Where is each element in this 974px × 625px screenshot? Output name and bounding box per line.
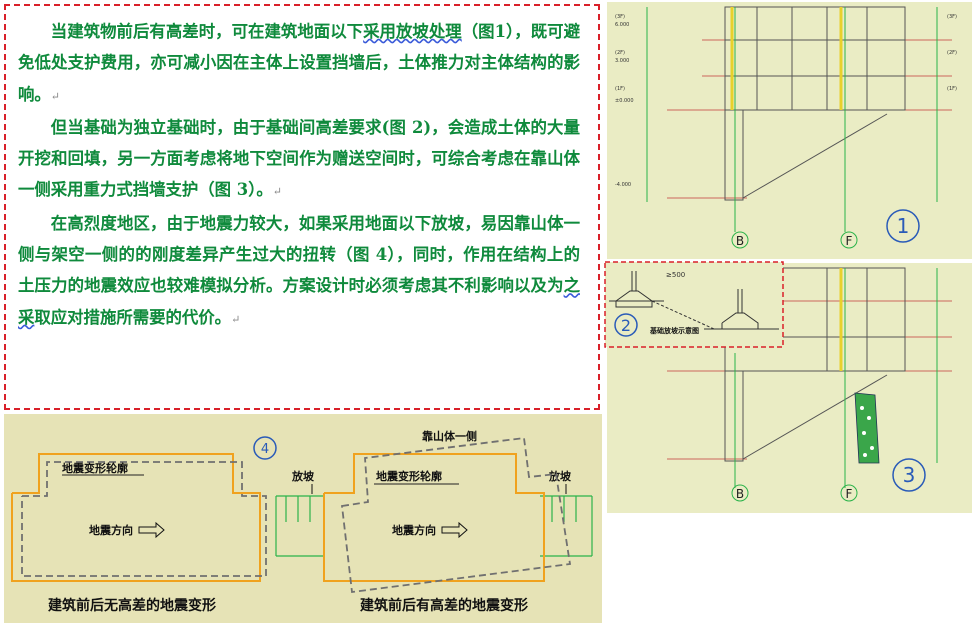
- retaining-wall-stones: [860, 406, 874, 457]
- figure-2-number: 2: [621, 316, 631, 335]
- left-seismic-direction-label: 地震方向: [89, 523, 133, 537]
- svg-text:(1F): (1F): [947, 86, 957, 92]
- svg-text:(2F): (2F): [615, 50, 625, 56]
- figure-1-section-slope: (3F) (2F) (1F) 6.000 3.000 ±0.000 -4.000…: [607, 2, 972, 259]
- svg-text:6.000: 6.000: [615, 22, 629, 28]
- svg-text:±0.000: ±0.000: [615, 98, 634, 104]
- fig3-axis-f-label: F: [846, 487, 853, 501]
- slope-right-label: 放坡: [548, 469, 572, 483]
- right-deformation-label: 地震变形轮廓: [376, 469, 442, 483]
- figure-4-number: 4: [261, 442, 269, 457]
- left-deformation-label: 地震变形轮廓: [62, 461, 128, 475]
- paragraph-3: 在高烈度地区，由于地震力较大，如果采用地面以下放坡，易因靠山体一侧与架空一侧的的…: [18, 213, 580, 327]
- svg-text:(1F): (1F): [615, 86, 625, 92]
- right-caption: 建筑前后有高差的地震变形: [360, 597, 528, 614]
- left-caption: 建筑前后无高差的地震变形: [48, 597, 216, 614]
- fig3-axis-b-bubble: [731, 484, 749, 502]
- svg-text:(3F): (3F): [947, 14, 957, 20]
- paragraph-1: 当建筑物前后有高差时，可在建筑地面以下采用放坡处理（图1），既可避免低处支护费用…: [18, 22, 580, 104]
- right-building-outline: [323, 453, 545, 582]
- right-direction-arrow: [441, 521, 468, 539]
- figure-1-number-circle: [886, 209, 920, 243]
- figure-3-grid-lines: [734, 268, 938, 488]
- figure-2-number-circle: [614, 313, 638, 337]
- svg-text:3.000: 3.000: [615, 58, 629, 64]
- svg-text:-4.000: -4.000: [615, 182, 631, 188]
- axis-b-bubble: [731, 231, 749, 249]
- return-mark: ↵: [272, 185, 282, 199]
- paragraph-2: 但当基础为独立基础时，由于基础间高差要求(图 2)，会造成土体的大量开挖和回填，…: [18, 117, 580, 200]
- mountain-side-label: 靠山体一侧: [422, 429, 477, 443]
- gravity-retaining-wall: [854, 392, 880, 464]
- figure-1-columns: [730, 7, 843, 110]
- left-deformation-outline: [21, 461, 267, 577]
- return-mark: ↵: [231, 312, 241, 326]
- figure-2-foundations: [609, 271, 779, 330]
- return-mark: ↵: [50, 89, 60, 103]
- figure-1-number: 1: [897, 214, 910, 238]
- axis-f-label: F: [846, 234, 853, 248]
- figure-4-background: [4, 414, 602, 623]
- figure-4-number-circle: [253, 436, 277, 460]
- axis-b-label: B: [736, 234, 744, 248]
- axis-f-bubble: [840, 231, 858, 249]
- figure-1-structure: [724, 6, 906, 201]
- figure-4-seismic-deformation: 4 地震变形轮廓 地震方向 建筑前后无高差的地震变形 靠山体一侧 放坡 放坡 地…: [4, 414, 602, 623]
- slope-left-hatch: [275, 495, 324, 557]
- right-deformation-outline: [341, 436, 572, 594]
- left-building-outline: [11, 453, 261, 582]
- figure-1-annotations: (3F) (2F) (1F) 6.000 3.000 ±0.000 -4.000…: [615, 14, 957, 188]
- description-textbox: 当建筑物前后有高差时，可在建筑地面以下采用放坡处理（图1），既可避免低处支护费用…: [4, 4, 600, 410]
- slope-right-hatch: [540, 495, 593, 557]
- left-direction-arrow: [138, 521, 165, 539]
- figure-2-title: 基础放坡示意图: [649, 326, 699, 335]
- svg-text:(2F): (2F): [947, 50, 957, 56]
- fig3-axis-f-bubble: [840, 484, 858, 502]
- fig3-axis-b-label: B: [736, 487, 744, 501]
- figure-3-number: 3: [903, 463, 916, 487]
- slope-left-label: 放坡: [291, 469, 315, 483]
- svg-text:(3F): (3F): [615, 14, 625, 20]
- figure-1-background: [607, 2, 972, 259]
- figure-3-number-circle: [892, 458, 926, 492]
- figure-1-grid-lines: [646, 7, 938, 232]
- figure-2-foundation-slope: ≥500 基础放坡示意图 2: [604, 261, 784, 348]
- right-seismic-direction-label: 地震方向: [392, 523, 436, 537]
- figure-2-dimension: ≥500: [666, 271, 685, 279]
